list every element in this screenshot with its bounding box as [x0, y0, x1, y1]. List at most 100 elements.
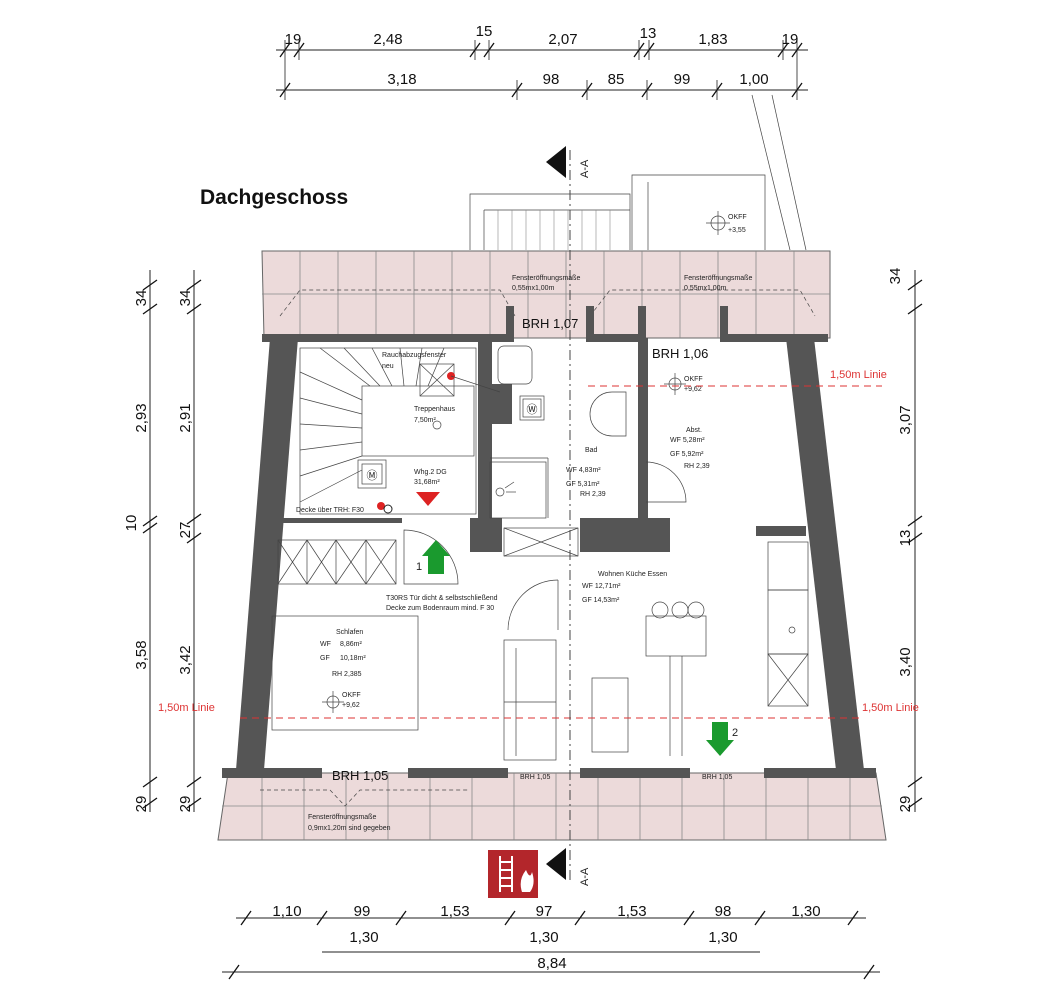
meter-m-icon: Ⓜ	[367, 469, 378, 482]
dormer-outlines: OKFF +3,55	[469, 94, 807, 251]
right-dimension-chain: 34 3,07 13 3,40 29	[887, 268, 923, 813]
dim-left-inner-2: 2,91	[177, 403, 194, 432]
dim-bottom2-2: 1,30	[529, 929, 558, 946]
roof-top-band: Fensteröffnungsmaße 0,55mx1,00m Fensterö…	[261, 250, 831, 339]
schlafen-rh: RH 2,385	[332, 671, 362, 678]
hallway: 1 T30RS Tür dicht & selbstschließend Dec…	[277, 527, 579, 631]
schlafen-gf-value: 10,18m²	[340, 655, 366, 662]
section-line-a-a: A-A A-A	[546, 146, 591, 886]
dim-right-1: 34	[887, 268, 904, 285]
abst-label: Abst.	[686, 427, 702, 434]
section-arrow-bottom-icon	[546, 848, 566, 880]
living-kitchen: Wohnen Küche Essen WF 12,71m² GF 14,53m²…	[503, 541, 809, 761]
bad-gf: GF 5,31m²	[566, 481, 600, 488]
exterior-walls	[222, 306, 876, 778]
dim-bottom-7: 1,30	[791, 903, 820, 920]
abst-rh: RH 2,39	[684, 463, 710, 470]
dim-bottom-total: 8,84	[537, 955, 566, 972]
smoke-vent-note: neu	[382, 363, 394, 370]
okff-top-label: OKFF	[728, 214, 747, 221]
dim-right-2: 3,07	[897, 405, 914, 434]
apartment-area: 31,68m²	[414, 479, 440, 486]
interior-walls	[272, 338, 806, 552]
dim-right-5: 29	[897, 796, 914, 813]
window-bottom-label: Fensteröffnungsmaße	[308, 814, 376, 821]
bad-label: Bad	[585, 447, 598, 454]
wohnen-wf: WF 12,71m²	[582, 583, 621, 590]
bedroom: Schlafen WF 8,86m² GF 10,18m² RH 2,385 O…	[271, 615, 419, 731]
dim-right-4: 3,40	[897, 647, 914, 676]
dim-bottom-3: 1,53	[440, 903, 469, 920]
dim-left-inner-1: 34	[177, 290, 194, 307]
okff-top-value: +3,55	[728, 227, 746, 234]
brh-label-5: BRH 1,05	[702, 774, 732, 781]
dim-left-inner-5: 29	[177, 796, 194, 813]
dim-top2-2: 98	[543, 71, 560, 88]
dim-left-2: 2,93	[133, 403, 150, 432]
okff-schlafen-value: +9,62	[342, 702, 360, 709]
dim-bottom2-1: 1,30	[349, 929, 378, 946]
window-top-right-label: Fensteröffnungsmaße	[684, 275, 752, 282]
dim-bottom-6: 98	[715, 903, 732, 920]
dim-right-3: 13	[897, 530, 914, 547]
dim-top2-4: 99	[674, 71, 691, 88]
drawing-title: Dachgeschoss	[200, 186, 348, 209]
wohnen-gf: GF 14,53m²	[582, 597, 620, 604]
level-marker-icon	[416, 492, 440, 506]
okff-schlafen-label: OKFF	[342, 692, 361, 699]
escape-arrow-up-icon	[422, 540, 450, 574]
wohnen-label: Wohnen Küche Essen	[598, 571, 667, 578]
dim-left-5: 29	[133, 796, 150, 813]
meter-w-icon: Ⓦ	[527, 403, 538, 416]
dim-top2-5: 1,00	[739, 71, 768, 88]
schlafen-wf-label: WF	[320, 641, 331, 648]
abst-wf: WF 5,28m²	[670, 437, 705, 444]
dim-left-inner-3: 27	[177, 522, 194, 539]
height-150-lines: 1,50m Linie 1,50m Linie 1,50m Linie	[158, 369, 919, 719]
door-note-1: T30RS Tür dicht & selbstschließend	[386, 595, 498, 602]
escape-arrow-down-icon	[706, 722, 734, 756]
top-dimension-chain: 19 2,48 15 2,07 13 1,83 19 3,18 98 85 99…	[276, 23, 808, 100]
dim-top-1: 19	[285, 31, 302, 48]
dim-bottom-4: 97	[536, 903, 553, 920]
schlafen-label: Schlafen	[336, 629, 363, 636]
storage-room: OKFF +9,62 Abst. WF 5,28m² GF 5,92m² RH …	[664, 373, 710, 470]
section-label-bottom: A-A	[579, 867, 591, 886]
line-150-label-left: 1,50m Linie	[158, 702, 215, 714]
dim-bottom-5: 1,53	[617, 903, 646, 920]
dim-left-inner-4: 3,42	[177, 645, 194, 674]
schlafen-gf-label: GF	[320, 655, 330, 662]
dim-top-2: 2,48	[373, 31, 402, 48]
schlafen-wf-value: 8,86m²	[340, 641, 362, 648]
dim-top-7: 19	[782, 31, 799, 48]
okff-abst-label: OKFF	[684, 376, 703, 383]
bottom-dimension-chain: 1,10 99 1,53 97 1,53 98 1,30 1,30 1,30 1…	[222, 903, 880, 980]
dim-left-3: 10	[123, 515, 140, 532]
apartment-label: Whg.2 DG	[414, 469, 447, 476]
section-arrow-top-icon	[546, 146, 566, 178]
okff-abst-value: +9,62	[684, 386, 702, 393]
dim-top-4: 2,07	[548, 31, 577, 48]
smoke-vent-label: Rauchabzugsfenster	[382, 352, 447, 359]
dim-top2-3: 85	[608, 71, 625, 88]
dim-bottom-2: 99	[354, 903, 371, 920]
fire-ladder-icon	[488, 850, 538, 898]
door-note-2: Decke zum Bodenraum mind. F 30	[386, 605, 494, 612]
window-top-right-size: 0,55mx1,00m	[684, 285, 727, 292]
escape-arrow-2-label: 2	[732, 727, 738, 739]
dim-top-3: 15	[476, 23, 493, 40]
dim-bottom2-3: 1,30	[708, 929, 737, 946]
bad-rh: RH 2,39	[580, 491, 606, 498]
brh-label-1: BRH 1,07	[522, 316, 578, 331]
brh-label-2: BRH 1,06	[652, 346, 708, 361]
stairwell-label: Treppenhaus	[414, 406, 455, 413]
dim-top2-1: 3,18	[387, 71, 416, 88]
ceiling-note: Decke über TRH: F30	[296, 507, 364, 514]
brh-label-4: BRH 1,05	[520, 774, 550, 781]
brh-label-3: BRH 1,05	[332, 768, 388, 783]
stairwell-area: 7,50m²	[414, 417, 436, 424]
dim-top-6: 1,83	[698, 31, 727, 48]
line-150-label-right-top: 1,50m Linie	[830, 369, 887, 381]
dim-left-1: 34	[133, 290, 150, 307]
